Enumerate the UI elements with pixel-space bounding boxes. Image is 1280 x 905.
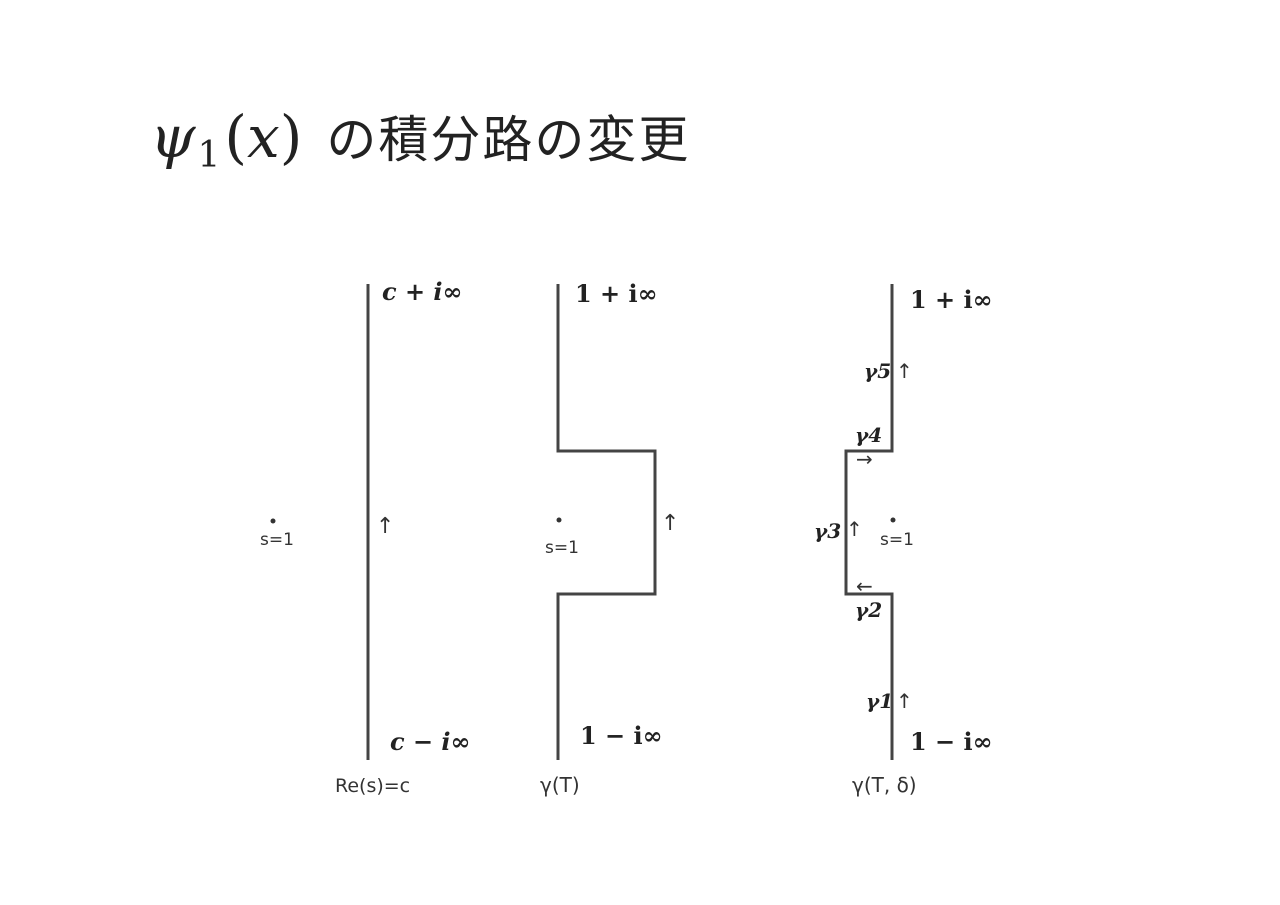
left-caption: Re(s)=c xyxy=(335,775,410,797)
title-subscript: 1 xyxy=(197,135,221,176)
left-point-label: s=1 xyxy=(260,530,294,550)
left-bottom-label: c − i∞ xyxy=(390,727,471,756)
page-title: ψ 1 (x) の積分路の変更 xyxy=(150,100,690,190)
title-psi: ψ xyxy=(150,103,196,171)
middle-point-label: s=1 xyxy=(545,538,579,558)
title-open-paren: ( xyxy=(224,103,248,171)
gamma2-label: γ2 xyxy=(855,598,882,622)
title-argument: (x) xyxy=(224,103,302,171)
right-caption: γ(T, δ) xyxy=(852,773,917,797)
gamma5-label: γ5 xyxy=(864,359,891,383)
right-contour-path xyxy=(844,284,894,760)
middle-contour-path xyxy=(556,284,657,760)
title-variable: x xyxy=(247,103,280,171)
right-point-label: s=1 xyxy=(880,530,914,550)
title-text: の積分路の変更 xyxy=(326,111,691,169)
gamma1-label: γ1 xyxy=(866,689,893,713)
gamma2-arrow: ← xyxy=(856,574,873,598)
title-close-paren: ) xyxy=(279,103,303,171)
middle-point-dot xyxy=(556,517,562,523)
left-up-arrow: ↑ xyxy=(376,514,394,539)
contour-middle: 1 + i∞ 1 − i∞ γ(T) ↑ s=1 xyxy=(540,279,679,797)
left-point-dot xyxy=(270,518,276,524)
contour-left: c + i∞ c − i∞ Re(s)=c ↑ s=1 xyxy=(260,277,471,797)
middle-bottom-label: 1 − i∞ xyxy=(580,721,663,750)
gamma3-label: γ3 xyxy=(814,519,841,543)
contour-right: 1 + i∞ 1 − i∞ γ(T, δ) s=1 γ5 ↑ γ4 → γ3 ↑… xyxy=(814,284,993,797)
gamma1-arrow: ↑ xyxy=(896,689,913,713)
right-top-label: 1 + i∞ xyxy=(910,285,993,314)
right-bottom-label: 1 − i∞ xyxy=(910,727,993,756)
left-top-label: c + i∞ xyxy=(382,277,463,306)
middle-up-arrow: ↑ xyxy=(661,511,679,536)
gamma3-arrow: ↑ xyxy=(846,517,863,541)
gamma4-arrow: → xyxy=(856,447,873,471)
gamma4-label: γ4 xyxy=(855,423,882,447)
right-point-dot xyxy=(890,517,896,523)
middle-caption: γ(T) xyxy=(540,773,580,797)
gamma5-arrow: ↑ xyxy=(896,359,913,383)
middle-top-label: 1 + i∞ xyxy=(575,279,658,308)
